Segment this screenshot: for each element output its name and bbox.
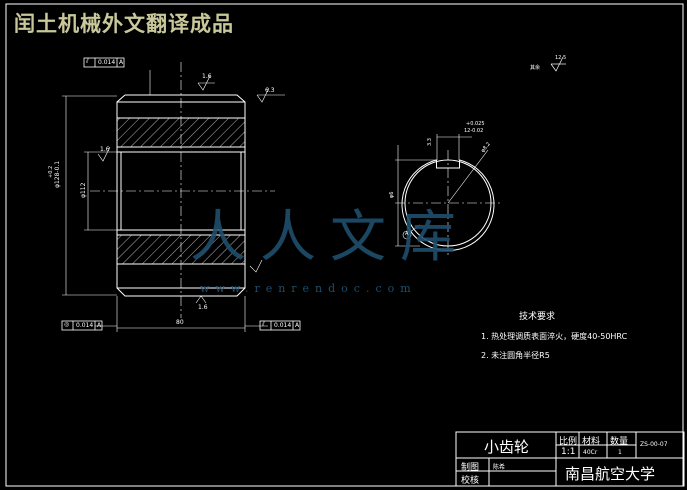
banner-title: 闰土机械外文翻译成品 [14, 12, 234, 36]
tol-bl-datum: A [97, 322, 102, 329]
section-view [90, 62, 275, 318]
drawing-border [5, 3, 684, 487]
tb-qty: 1 [618, 449, 622, 456]
tb-qty-label: 数量 [610, 437, 629, 447]
keyway-width-tol: +0.025 [466, 121, 485, 127]
tol-br-symbol: ⫽ [262, 321, 265, 328]
tb-scale: 1:1 [561, 447, 576, 457]
tech-item-1: 1. 热处理调质表面淬火，硬度40-50HRC [481, 332, 628, 341]
title-block-lines [455, 431, 685, 487]
dim-bore-dia: φ112 [80, 182, 87, 198]
watermark-url: www.renrendoc.com [200, 282, 417, 295]
tb-material: 40Cr [583, 449, 598, 456]
tol-top-value: 0.014 [98, 59, 116, 66]
rough-top: 1.6 [202, 73, 212, 80]
tb-drawn-by: 陈希 [493, 464, 506, 471]
side-view [395, 56, 566, 258]
tb-scale-label: 比例 [559, 437, 578, 447]
section-label: A [405, 231, 409, 237]
tol-bl-value: 0.014 [76, 322, 94, 329]
tech-item-2: 2. 未注圆角半径R5 [481, 351, 550, 360]
tech-title: 技术要求 [519, 312, 556, 322]
tol-top-symbol: ⫽ [86, 58, 89, 65]
keyway-depth: 3.3 [427, 138, 433, 146]
tol-br-datum: A [295, 322, 300, 329]
tol-br-value: 0.014 [274, 322, 292, 329]
tb-material-label: 材料 [582, 437, 601, 447]
main-dimensions [62, 70, 285, 332]
tb-drawing-no: ZS-00-07 [640, 441, 668, 448]
tol-bl-symbol: ◎ [64, 321, 70, 328]
tb-part-name: 小齿轮 [484, 438, 530, 456]
tb-drawn-label: 制图 [461, 463, 480, 473]
tol-top-datum: A [119, 59, 124, 66]
rough-chamfer: 6.3 [265, 87, 275, 94]
tolerance-frame-boxes [61, 57, 301, 331]
rough-left: 1.6 [100, 146, 110, 153]
dim-length: 80 [176, 319, 184, 326]
watermark-text: 人人文库 [190, 205, 470, 270]
bore-tol: φ6 [389, 191, 395, 198]
tb-checked-label: 校核 [461, 476, 480, 486]
rough-note-value: 12.5 [555, 55, 567, 61]
rough-bottom: 1.6 [198, 304, 208, 311]
dim-outer-dia-tol: +0.2 [48, 165, 54, 178]
dim-outer-dia: φ128-0.1 [54, 160, 61, 188]
tb-school: 南昌航空大学 [565, 465, 656, 483]
keyway-width: 12-0.02 [464, 128, 484, 134]
rough-note-label: 其余 [530, 65, 541, 71]
